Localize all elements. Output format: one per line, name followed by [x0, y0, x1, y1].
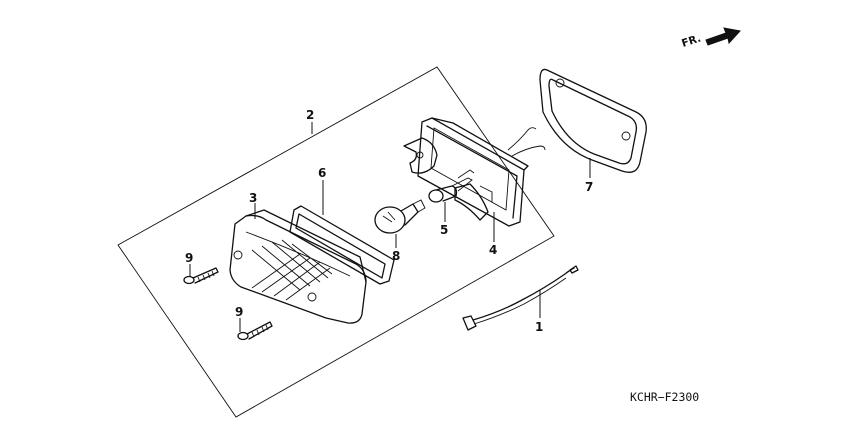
label-part-9-upper: 9	[185, 251, 193, 265]
label-part-9-lower: 9	[235, 305, 243, 319]
label-part-5: 5	[440, 223, 448, 237]
screw-lower-part-9	[237, 321, 273, 341]
label-part-2: 2	[306, 108, 314, 122]
label-part-3: 3	[249, 191, 257, 205]
lens-part-3	[229, 209, 367, 324]
label-part-7: 7	[585, 180, 593, 194]
leader-lines	[189, 122, 591, 332]
bulb-part-8	[374, 199, 426, 234]
front-label: FR.	[680, 32, 702, 49]
screw-upper-part-9	[183, 267, 219, 285]
label-part-1: 1	[535, 320, 543, 334]
socket-part-5	[428, 169, 475, 203]
gasket-part-7	[539, 68, 647, 173]
label-part-6: 6	[318, 166, 326, 180]
housing-part-4	[403, 117, 546, 227]
assembly-outline	[117, 66, 555, 418]
diagram-reference-code: KCHR−F2300	[630, 390, 699, 404]
arrow-right-icon	[705, 27, 741, 46]
front-direction-indicator: FR.	[680, 27, 741, 50]
label-part-8: 8	[392, 249, 400, 263]
label-part-4: 4	[489, 243, 497, 257]
wire-part-1	[462, 265, 579, 331]
